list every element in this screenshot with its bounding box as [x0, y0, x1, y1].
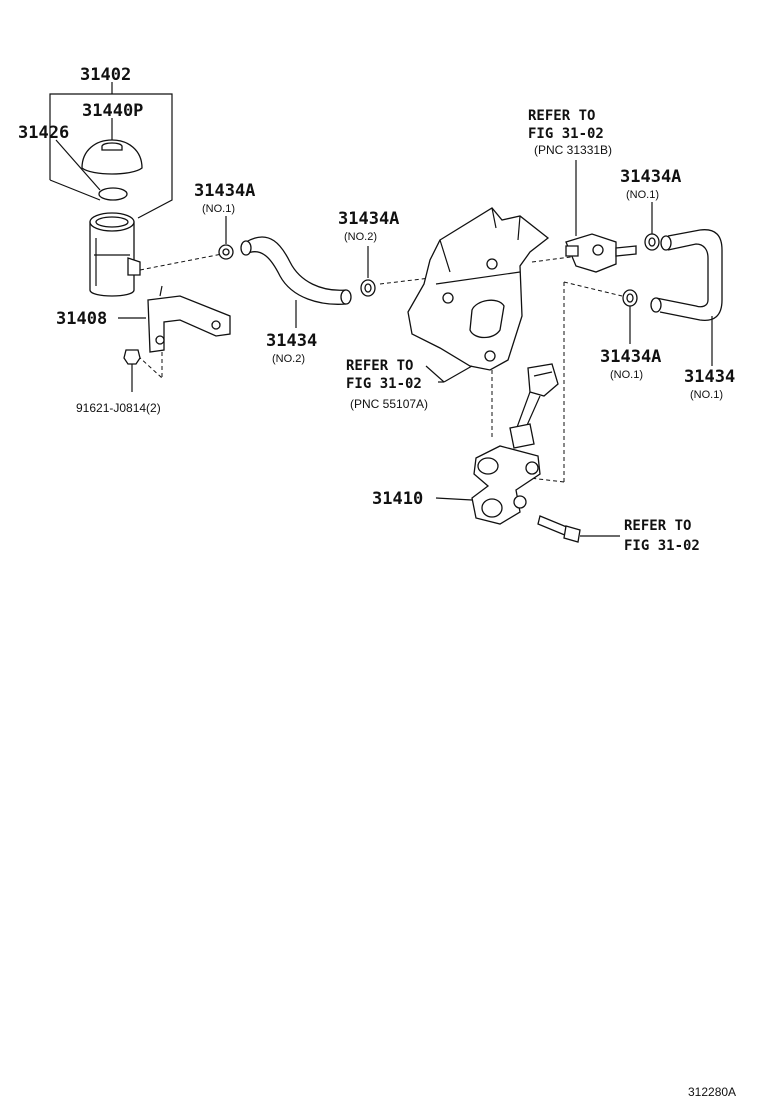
- diagram-code: 312280A: [688, 1085, 736, 1099]
- label-31434-no1-sub: (NO.1): [690, 389, 723, 401]
- reservoir-tank: [89, 212, 223, 297]
- hose-no2: [240, 236, 352, 328]
- label-31434a-mid: 31434A: [338, 209, 399, 229]
- ref-top-line3: (PNC 31331B): [534, 143, 612, 157]
- ref-middle-line1: REFER TO: [346, 358, 413, 374]
- ref-bottom-line2: FIG 31-02: [624, 538, 700, 554]
- ref-bottom-line1: REFER TO: [624, 518, 691, 534]
- reservoir-bracket-31408: [118, 285, 231, 379]
- label-31426: 31426: [18, 123, 69, 143]
- reservoir-cap: [81, 118, 143, 175]
- label-31434-no1: 31434: [684, 367, 735, 387]
- label-31434a-right-top: 31434A: [620, 167, 681, 187]
- clamp-right-bottom: [529, 281, 638, 483]
- reservoir-bracket-lines: [49, 82, 173, 219]
- ref-top-line1: REFER TO: [528, 108, 595, 124]
- label-31434a-right-top-sub: (NO.1): [626, 189, 659, 201]
- label-31434a-left: 31434A: [194, 181, 255, 201]
- label-91621: 91621-J0814(2): [76, 401, 161, 415]
- label-31408: 31408: [56, 309, 107, 329]
- union-31410: [435, 445, 541, 525]
- pressure-switch: [509, 363, 559, 449]
- label-31402: 31402: [80, 65, 131, 85]
- ref-middle-line2: FIG 31-02: [346, 376, 422, 392]
- union-bolt: [537, 515, 620, 543]
- label-31434-no2-sub: (NO.2): [272, 353, 305, 365]
- bolt-91621: [123, 349, 141, 392]
- label-31434a-mid-sub: (NO.2): [344, 231, 377, 243]
- pump-bracket: [407, 207, 579, 440]
- ref-top-line2: FIG 31-02: [528, 126, 604, 142]
- clamp-middle: [360, 246, 431, 297]
- label-31440p: 31440P: [82, 101, 143, 121]
- label-31434-no2: 31434: [266, 331, 317, 351]
- label-31434a-left-sub: (NO.1): [202, 203, 235, 215]
- reservoir-seal: [55, 139, 128, 201]
- label-31434a-right-bottom-sub: (NO.1): [610, 369, 643, 381]
- clamp-right-top: [644, 202, 660, 251]
- label-31410: 31410: [372, 489, 423, 509]
- valve-31331b: [565, 160, 637, 273]
- ref-middle-line3: (PNC 55107A): [350, 397, 428, 411]
- clamp-left: [218, 216, 234, 260]
- hose-no1: [650, 229, 723, 366]
- label-31434a-right-bottom: 31434A: [600, 347, 661, 367]
